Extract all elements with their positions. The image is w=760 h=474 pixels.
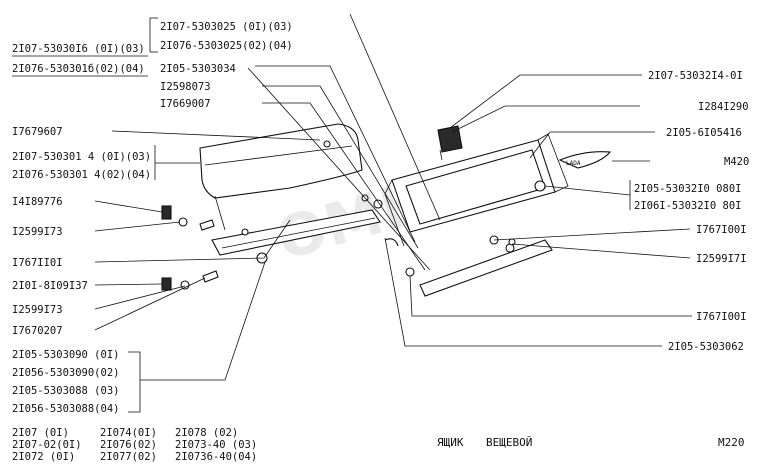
bolt-lower [202, 270, 219, 283]
label-l9: I284I290 [698, 101, 749, 113]
label-l30: 2I056-5303088(04) [12, 403, 119, 415]
screw-lower [180, 280, 190, 290]
label-l13: 2I05-6I05416 [666, 127, 742, 139]
label-l11: 2I07-530301 4 (0I)(03) [12, 151, 151, 163]
clip-lower [161, 277, 172, 291]
label-l29: 2I05-5303088 (03) [12, 385, 119, 397]
model-c1-2: 2I072 (0I) [12, 451, 75, 463]
label-l28: 2I056-5303090(02) [12, 367, 119, 379]
clip-upper [161, 205, 172, 220]
label-l2: 2I076-5303025(02)(04) [160, 40, 293, 52]
label-l17: I4I89776 [12, 196, 63, 208]
label-l24: I7670207 [12, 325, 63, 337]
diagram-title-word1: ЯЩИК [437, 436, 464, 449]
leader-lines [94, 13, 692, 413]
model-c1-1: 2I07-02(0I) [12, 439, 82, 451]
label-l14: M420 [724, 156, 749, 168]
small-parts [161, 140, 546, 291]
label-l8: 2I07-53032I4-0I [648, 70, 743, 82]
label-l7: I7669007 [160, 98, 211, 110]
label-l4: 2I076-530301б(02)(04) [12, 63, 145, 75]
bolt-upper [199, 219, 215, 231]
label-l20: I2599I7I [696, 253, 747, 265]
screw-upper [178, 217, 188, 227]
label-l3: 2I07-53030I6 (0I)(03) [12, 43, 145, 55]
glove-box-lid [199, 123, 363, 231]
label-l5: 2I05-5303034 [160, 63, 236, 75]
emblem: LADA [558, 151, 612, 169]
diagram-code: M220 [718, 436, 745, 449]
label-l16: 2I06I-53032I0 80I [634, 200, 741, 212]
screw-lower-rail [405, 267, 415, 277]
part-labels: 2I07-5303025 (0I)(03) 2I076-5303025(02)(… [12, 21, 749, 415]
label-l1: 2I07-5303025 (0I)(03) [160, 21, 293, 33]
spring [384, 238, 399, 247]
model-c3-2: 2I0736-40(04) [175, 451, 257, 463]
model-table: 2I07 (0I) 2I07-02(0I) 2I072 (0I) 2I074(0… [12, 427, 257, 463]
label-l15: 2I05-53032I0 080I [634, 183, 741, 195]
emblem-label: LADA [566, 160, 581, 167]
model-c2-0: 2I074(0I) [100, 427, 157, 439]
model-c2-1: 2I076(02) [100, 439, 157, 451]
label-l26: 2I05-5303062 [668, 341, 744, 353]
label-l21: I767II0I [12, 257, 63, 269]
lock-cylinder [534, 180, 546, 192]
model-c3-1: 2I073-40 (03) [175, 439, 257, 451]
pin-a [373, 199, 383, 209]
label-l6: I2598073 [160, 81, 211, 93]
lower-rail [419, 239, 553, 297]
diagram-title-word2: ВЕЩЕВОЙ [486, 436, 532, 449]
label-l27: 2I05-5303090 (0I) [12, 349, 119, 361]
screw-lid [323, 140, 331, 148]
label-l22: 2I0I-8I09I37 [12, 280, 88, 292]
label-l25: I767I00I [696, 311, 747, 323]
label-l18: I2599I73 [12, 226, 63, 238]
label-l19: I767I00I [696, 224, 747, 236]
label-l23: I2599I73 [12, 304, 63, 316]
label-l10: I7679607 [12, 126, 63, 138]
model-c1-0: 2I07 (0I) [12, 427, 69, 439]
model-c2-2: 2I077(02) [100, 451, 157, 463]
model-c3-0: 2I078 (02) [175, 427, 238, 439]
label-l12: 2I076-530301 4(02)(04) [12, 169, 151, 181]
